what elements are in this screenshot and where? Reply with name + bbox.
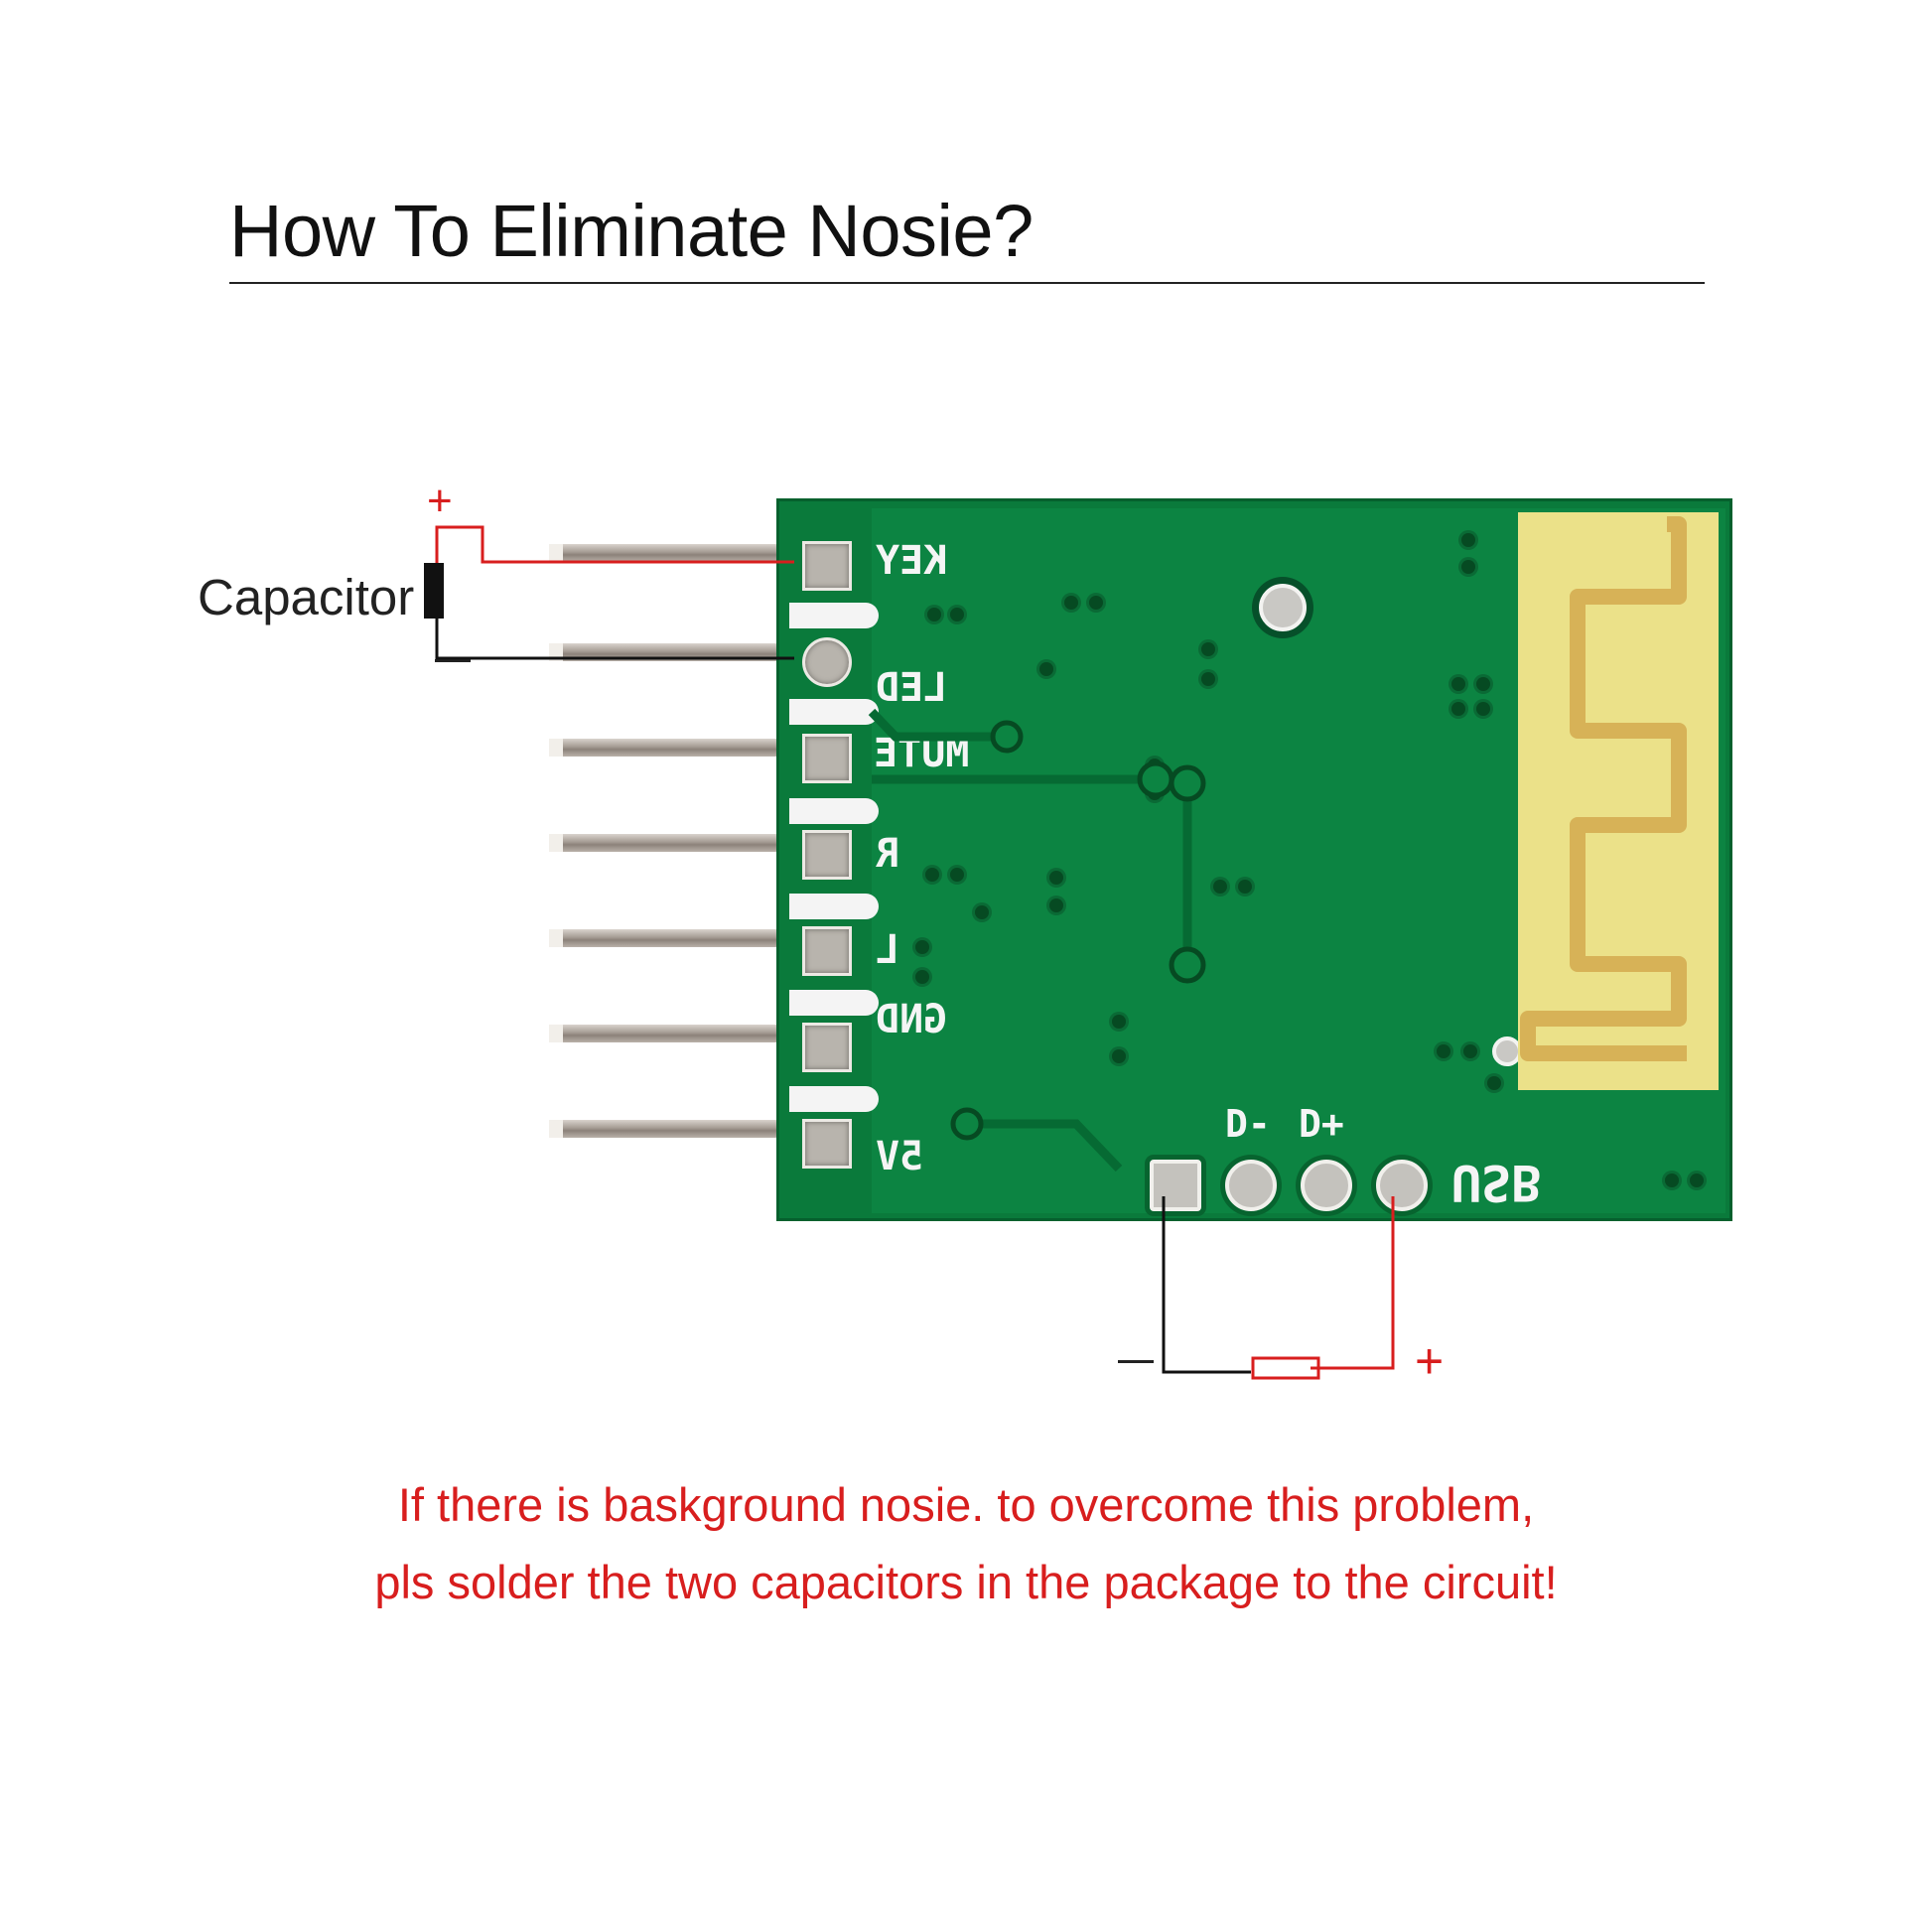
pcb-antenna <box>1518 512 1719 1090</box>
capacitor-positive-symbol: + <box>427 477 453 525</box>
instruction-line-1: If there is baskground nosie. to overcom… <box>397 1478 1535 1531</box>
header-pin-key <box>549 544 777 562</box>
via <box>1039 662 1053 676</box>
resistor-negative-symbol <box>1118 1360 1154 1363</box>
usb-pad-d-plus <box>1301 1160 1352 1211</box>
mounting-hole <box>1259 584 1307 631</box>
header-pin-5v <box>549 1120 777 1138</box>
via <box>1476 677 1490 691</box>
pad-r <box>802 830 852 880</box>
via <box>975 905 989 919</box>
via <box>1476 702 1490 716</box>
pad-mute <box>802 734 852 783</box>
silk-separator <box>789 990 879 1016</box>
pad-5v <box>802 1119 852 1169</box>
instruction-line-2: pls solder the two capacitors in the pac… <box>374 1556 1558 1608</box>
page-title: How To Eliminate Nosie? <box>229 190 1034 272</box>
via <box>927 608 941 621</box>
silk-label-d-minus: D- <box>1225 1102 1271 1146</box>
via <box>1213 880 1227 894</box>
via <box>1201 672 1215 686</box>
via <box>915 940 929 954</box>
via <box>1049 871 1063 885</box>
pad-led <box>802 637 852 687</box>
via <box>1487 1076 1501 1090</box>
via <box>950 868 964 882</box>
header-pin-r <box>549 834 777 852</box>
silk-label-d-plus: D+ <box>1299 1102 1344 1146</box>
via <box>1461 533 1475 547</box>
via <box>1451 677 1465 691</box>
via <box>1089 596 1103 610</box>
header-pin-gnd <box>549 1025 777 1042</box>
via <box>1112 1049 1126 1063</box>
silk-separator <box>789 699 879 725</box>
via <box>1461 560 1475 574</box>
silk-separator <box>789 894 879 919</box>
via <box>915 970 929 984</box>
antenna-trace-icon <box>1520 516 1687 1061</box>
title-divider <box>229 282 1705 284</box>
capacitor-negative-symbol <box>435 659 471 662</box>
header-pin-l <box>549 929 777 947</box>
resistor-positive-symbol: + <box>1415 1333 1445 1389</box>
resistor-body-icon <box>1251 1356 1320 1380</box>
via <box>1112 1015 1126 1029</box>
usb-pad-vcc <box>1376 1160 1428 1211</box>
usb-pad-gnd <box>1150 1160 1201 1211</box>
silk-separator <box>789 603 879 628</box>
silk-separator <box>789 798 879 824</box>
via <box>1463 1044 1477 1058</box>
pad-key <box>802 541 852 591</box>
usb-pad-d-minus <box>1225 1160 1277 1211</box>
via <box>1690 1173 1704 1187</box>
via <box>950 608 964 621</box>
via <box>1437 1044 1450 1058</box>
via <box>1451 702 1465 716</box>
via <box>1049 898 1063 912</box>
via <box>1201 642 1215 656</box>
capacitor-body-icon <box>424 563 444 619</box>
via <box>925 868 939 882</box>
via <box>1064 596 1078 610</box>
header-pin-mute <box>549 739 777 757</box>
silk-separator <box>789 1086 879 1112</box>
capacitor-label: Capacitor <box>198 569 415 625</box>
via <box>1665 1173 1679 1187</box>
pad-gnd <box>802 1023 852 1072</box>
pad-l <box>802 926 852 976</box>
via <box>1238 880 1252 894</box>
